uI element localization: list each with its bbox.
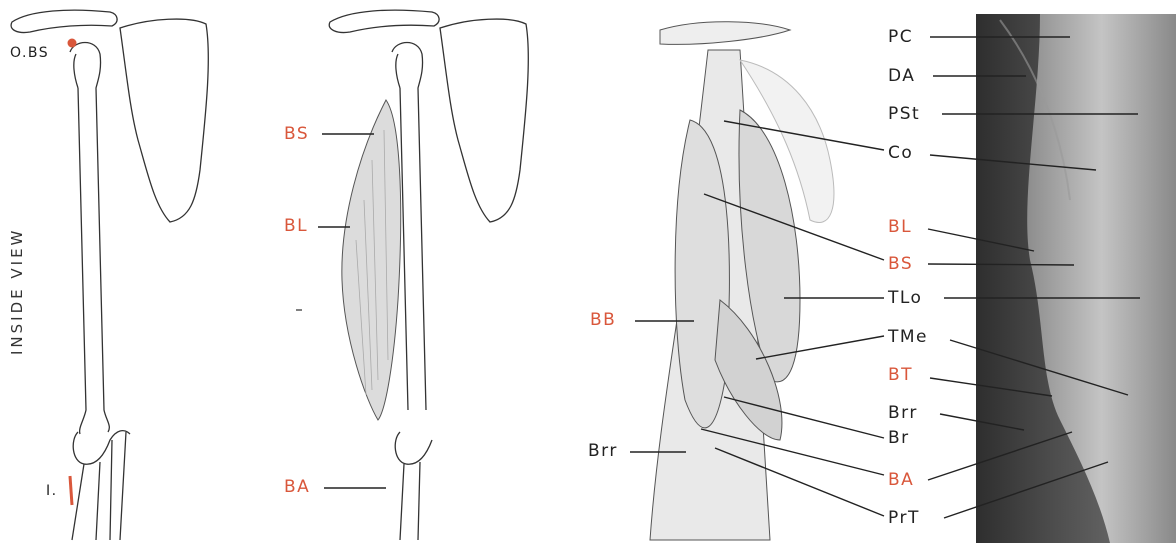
insertion-marker [70,476,72,505]
label-bl-panel2: BL [284,218,308,235]
label-da: DA [888,68,915,85]
label-brr-left: Brr [588,443,618,460]
origin-label: O.BS [10,46,49,60]
origin-marker [68,39,77,48]
panel3-muscles [650,22,834,540]
label-brr-right: Brr [888,405,918,422]
label-bl: BL [888,219,912,236]
insertion-label: I. [46,484,58,498]
label-prt: PrT [888,510,920,527]
label-co: Co [888,145,913,162]
label-bb: BB [590,312,616,329]
label-bs: BS [888,256,913,273]
label-bt: BT [888,367,913,384]
label-bs-panel2: BS [284,126,309,143]
label-pst: PSt [888,106,920,123]
label-ba: BA [888,472,914,489]
label-pc: PC [888,29,913,46]
label-tme: TMe [888,329,928,346]
panel1-skeleton [11,10,208,540]
label-tlo: TLo [888,290,922,307]
inside-view-label: INSIDE VIEW [8,228,26,355]
label-br: Br [888,430,910,447]
label-ba-panel2: BA [284,479,310,496]
